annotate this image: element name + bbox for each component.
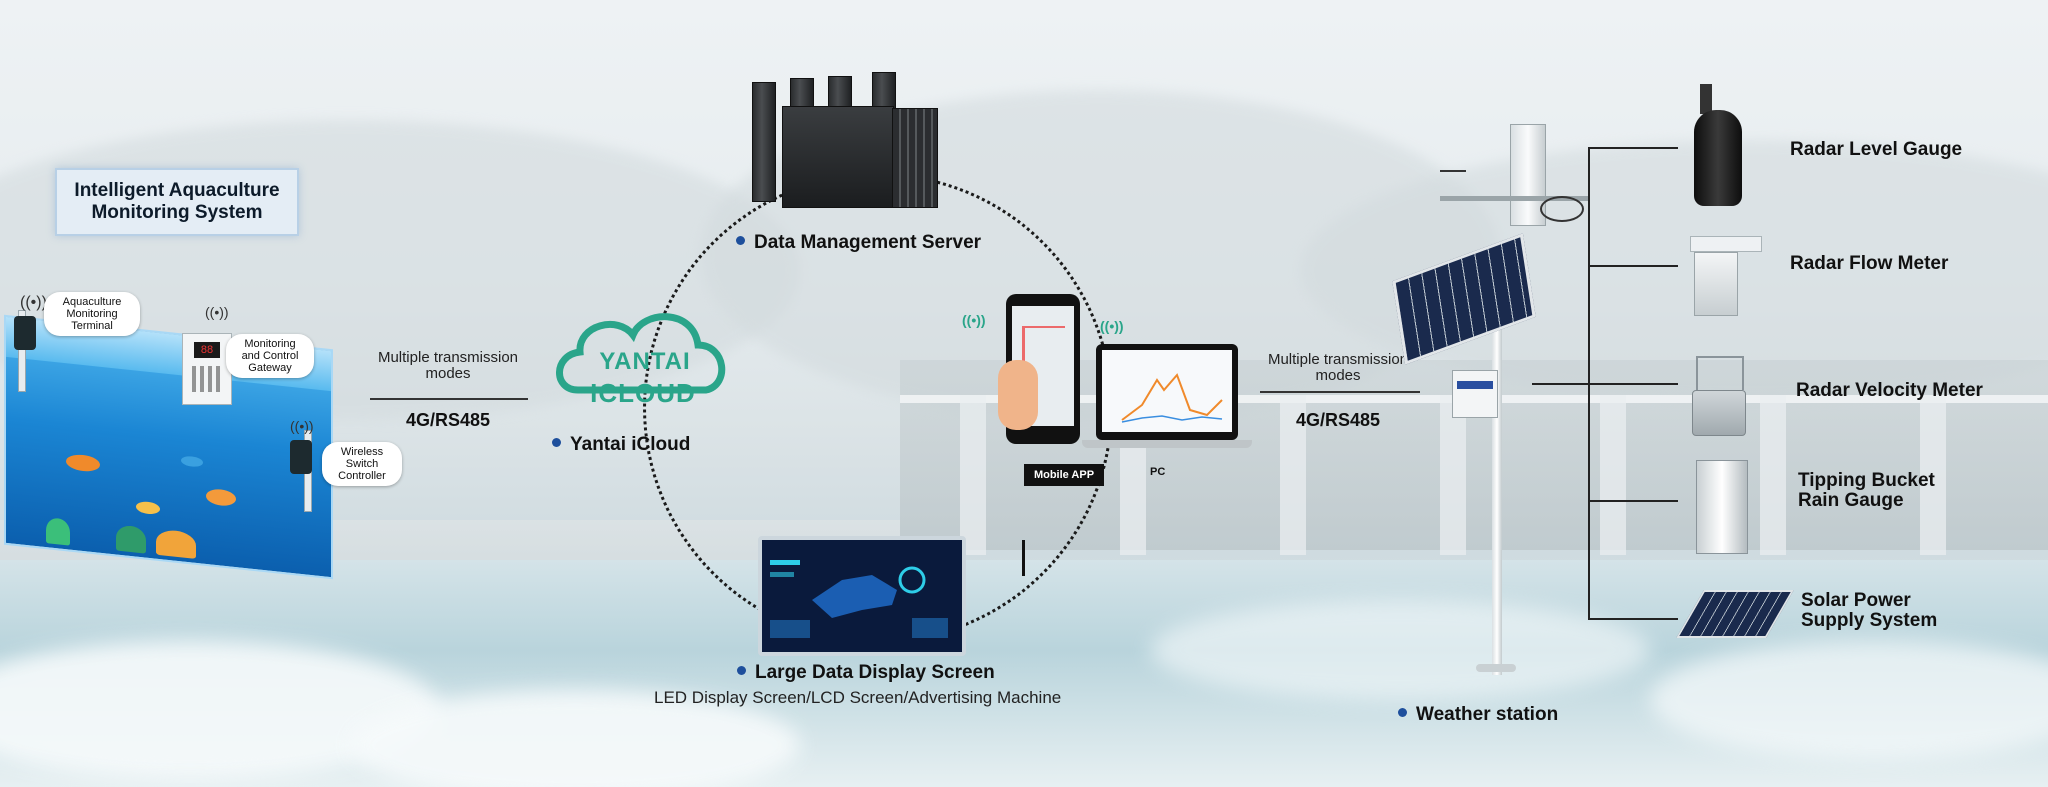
left-transmission-modes: Multiple transmission modes	[377, 349, 519, 382]
radar-velocity-meter-image	[1692, 390, 1746, 436]
mobile-app-label: Mobile APP	[1024, 464, 1104, 486]
wind-vane	[1440, 170, 1466, 198]
sensor-label-radar-flow: Radar Flow Meter	[1790, 253, 1949, 274]
anemometer	[1540, 196, 1584, 222]
radar-level-gauge-image	[1694, 110, 1742, 206]
yantai-icloud-logo: YANTAI ICLOUD	[548, 300, 734, 426]
bullet-dot	[1398, 708, 1407, 718]
wifi-icon: ((•))	[1100, 318, 1124, 334]
cloud-label: Yantai iCloud	[552, 434, 690, 456]
sensor-label-radar-level: Radar Level Gauge	[1790, 139, 1963, 160]
wireless-switch-controller	[290, 440, 312, 474]
system-title-line2: Monitoring System	[91, 202, 263, 223]
large-display-screen-image	[758, 536, 966, 656]
hand	[998, 360, 1038, 430]
connector-line	[1022, 540, 1025, 576]
sensor-bracket	[1588, 147, 1590, 618]
monitoring-terminal	[14, 316, 36, 350]
server-label: Data Management Server	[736, 232, 981, 254]
controller-label: Wireless Switch Controller	[322, 442, 402, 486]
wifi-icon: ((•))	[20, 294, 47, 311]
control-box	[1452, 370, 1498, 418]
radar-flow-meter-image	[1694, 252, 1738, 316]
terminal-label: Aquaculture Monitoring Terminal	[44, 292, 140, 336]
radar-flow-bracket	[1690, 236, 1762, 252]
weather-station-label: Weather station	[1398, 704, 1558, 726]
radar-velocity-bracket	[1696, 356, 1744, 390]
system-title-line1: Intelligent Aquaculture	[74, 180, 280, 201]
bullet-dot	[737, 666, 746, 676]
right-link-line	[1260, 391, 1420, 393]
pole-base	[1476, 664, 1516, 672]
wifi-icon: ((•))	[290, 418, 314, 434]
sensor-label-rain-gauge: Tipping Bucket Rain Gauge	[1798, 470, 1935, 511]
terminal-pole	[18, 310, 26, 392]
bracket-line	[1588, 618, 1678, 620]
wifi-icon: ((•))	[962, 312, 986, 328]
bracket-line	[1588, 265, 1678, 267]
bracket-line	[1532, 383, 1678, 385]
wifi-icon: ((•))	[205, 304, 229, 320]
tipping-bucket-rain-gauge-image	[1696, 460, 1748, 554]
display-screen-label: Large Data Display Screen	[737, 662, 995, 684]
gateway-label: Monitoring and Control Gateway	[226, 334, 314, 378]
laptop	[1096, 344, 1238, 440]
sensor-label-radar-velocity: Radar Velocity Meter	[1796, 380, 1983, 401]
radar-level-mount	[1700, 84, 1712, 114]
left-protocol: 4G/RS485	[405, 410, 491, 430]
bracket-line	[1588, 500, 1678, 502]
bullet-dot	[736, 236, 745, 246]
sensor-label-solar-power: Solar Power Supply System	[1801, 590, 1938, 631]
weather-station-pole	[1492, 260, 1502, 675]
crossarm	[1440, 196, 1590, 201]
bracket-line	[1588, 147, 1678, 149]
bullet-dot	[552, 438, 561, 448]
server-rack-image	[752, 72, 942, 212]
display-screen-sublabel: LED Display Screen/LCD Screen/Advertisin…	[654, 688, 1062, 707]
system-title-box: Intelligent Aquaculture Monitoring Syste…	[55, 168, 299, 236]
left-link-line	[370, 398, 528, 400]
right-transmission-modes: Multiple transmission modes	[1267, 351, 1409, 384]
laptop-base	[1082, 440, 1252, 448]
monitoring-control-gateway: 88	[182, 333, 232, 405]
right-protocol: 4G/RS485	[1295, 410, 1381, 430]
pc-label: PC	[1150, 466, 1166, 478]
